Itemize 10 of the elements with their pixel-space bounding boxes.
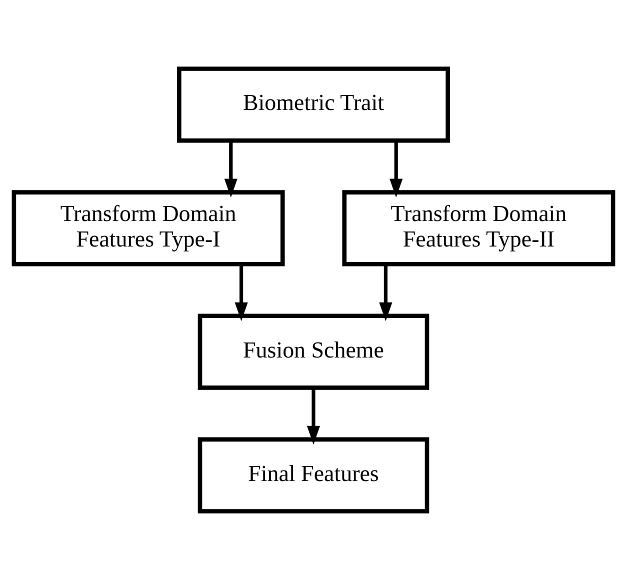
arrow [306, 388, 320, 444]
arrow [224, 140, 238, 197]
node-box: Final Features [198, 436, 430, 513]
arrow [234, 264, 248, 321]
node-box: Biometric Trait [177, 66, 450, 142]
arrow [390, 140, 403, 197]
node-box: Transform Domain Features Type-I [12, 190, 285, 266]
node-box: Fusion Scheme [198, 313, 430, 390]
arrow [379, 264, 392, 321]
node-box: Transform Domain Features Type-II [342, 190, 616, 266]
